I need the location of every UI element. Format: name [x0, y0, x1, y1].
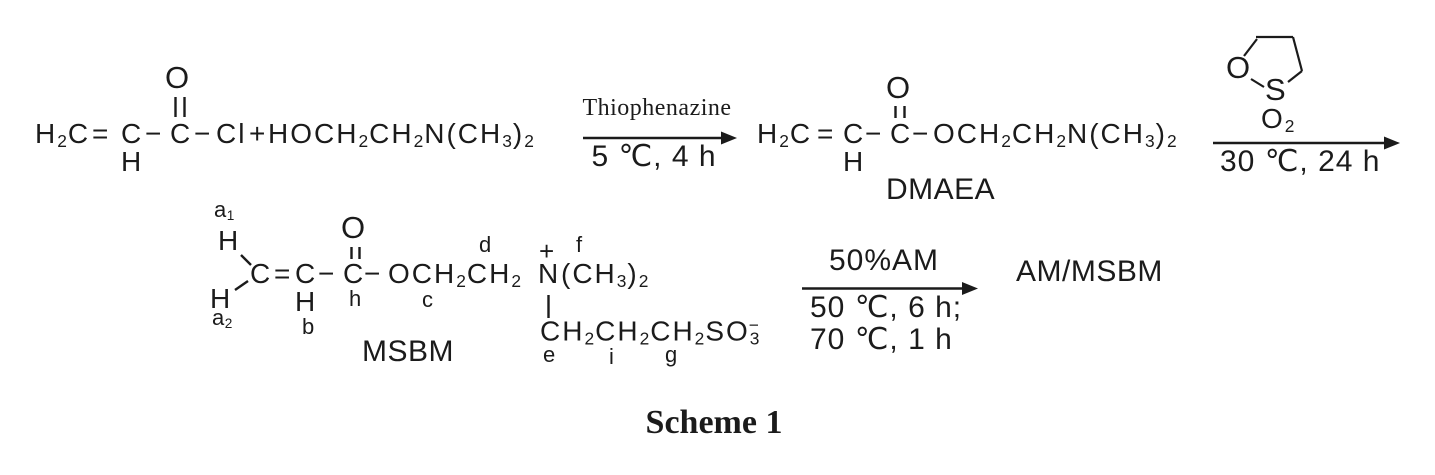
- atom-n: N: [538, 258, 561, 289]
- formula-dmae: HOCH2CH2N(CH3)2: [268, 118, 535, 151]
- proton-label-e: e: [543, 342, 556, 367]
- atom-h-top: H: [218, 225, 241, 256]
- sultone-o-atom: O: [1226, 50, 1251, 85]
- product-am-msbm: AM/MSBM: [1016, 255, 1163, 288]
- vinyl-bond-top: [240, 254, 252, 266]
- atom-h-b: H: [295, 286, 318, 317]
- arrow-1-head: [721, 131, 737, 145]
- proton-label-b: b: [302, 314, 315, 339]
- atom-c3-3: C: [343, 258, 366, 289]
- double-bond-text-1: =: [92, 118, 111, 149]
- atom-o-carbonyl-1: O: [165, 60, 190, 95]
- bond-dash-2a: −: [865, 118, 884, 149]
- atom-c2-2: C: [843, 118, 866, 149]
- formula-dmaea-tail: OCH2CH2N(CH3)2: [933, 118, 1178, 151]
- atom-c1-3: C: [250, 258, 273, 289]
- arrow-1-conditions: 5 ℃, 4 h: [591, 140, 717, 173]
- ring-bond-c2-c3: [1291, 36, 1304, 72]
- proton-label-c: c: [422, 287, 434, 312]
- arrow-3-conditions-1: 50 ℃, 6 h;: [810, 291, 963, 324]
- proton-label-f: f: [576, 232, 583, 257]
- arrow-3-reagent: 50%AM: [828, 244, 940, 277]
- atom-o-carbonyl-3: O: [341, 210, 366, 245]
- atom-c3-1: C: [170, 118, 193, 149]
- atom-cl: Cl: [216, 118, 247, 149]
- bond-dash-3a: −: [318, 258, 337, 289]
- sultone-ring: [1243, 35, 1304, 88]
- atom-h-vinyl-2: H: [843, 146, 866, 177]
- formula-msbm-chain1: OCH2CH2: [388, 258, 522, 291]
- msbm-label: MSBM: [362, 335, 454, 368]
- dmaea-label: DMAEA: [886, 173, 996, 206]
- proton-label-a2: a2: [212, 305, 234, 331]
- formula-n-methyls: (CH3)2: [561, 258, 650, 291]
- scheme-caption: Scheme 1: [645, 404, 783, 441]
- arrow-1-reagent: Thiophenazine: [582, 95, 732, 121]
- sultone-o2: O2: [1261, 103, 1296, 136]
- double-bond-text-2: =: [817, 118, 836, 149]
- atom-h-bottom: H: [210, 283, 233, 314]
- double-bond-text-3: =: [274, 258, 293, 289]
- proton-label-a1: a1: [214, 197, 236, 223]
- bond-dash-1a: −: [145, 118, 164, 149]
- proton-label-g: g: [665, 342, 678, 367]
- arrow-3-head: [962, 282, 978, 295]
- atom-c3-2: C: [890, 118, 913, 149]
- n-plus-charge: +: [539, 236, 555, 266]
- atom-c2-1: C: [121, 118, 144, 149]
- proton-label-i: i: [609, 344, 615, 369]
- atom-h-vinyl-1: H: [121, 146, 144, 177]
- bond-dash-3b: −: [364, 258, 383, 289]
- proton-label-h: h: [349, 286, 362, 311]
- proton-label-d: d: [479, 232, 492, 257]
- bond-dash-2b: −: [912, 118, 931, 149]
- arrow-2-head: [1384, 136, 1400, 150]
- ring-bond-s-o: [1250, 78, 1265, 88]
- atom-o-carbonyl-2: O: [886, 70, 911, 105]
- arrow-3-conditions-2: 70 ℃, 1 h: [810, 323, 953, 356]
- ring-bond-o-c1: [1243, 38, 1258, 57]
- bond-dash-1b: −: [194, 118, 213, 149]
- sultone-s-atom: S: [1265, 72, 1287, 107]
- formula-msbm-chain2: CH2CH2CH2SO3−: [540, 315, 761, 349]
- atom-c2-3: C: [295, 258, 318, 289]
- vinyl-bond-bottom: [234, 280, 249, 291]
- plus-sign: +: [249, 118, 268, 149]
- ring-bond-c3-s: [1287, 70, 1303, 83]
- atom-h2c-2: H2C: [757, 118, 813, 151]
- arrow-2-conditions: 30 ℃, 24 h: [1220, 145, 1381, 178]
- atom-h2c-1: H2C: [35, 118, 91, 151]
